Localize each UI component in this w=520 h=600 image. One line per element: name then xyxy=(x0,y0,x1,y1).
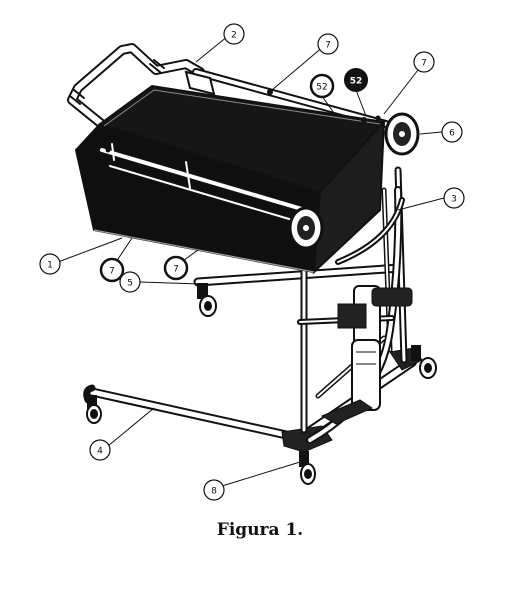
callout-label: 1 xyxy=(47,261,53,271)
callout-label: 7 xyxy=(173,265,179,275)
front-hub xyxy=(288,206,324,250)
handlebar xyxy=(67,43,390,131)
callout-2: 2 xyxy=(223,23,245,45)
callout-7-right: 7 xyxy=(413,51,435,73)
caster-wheels xyxy=(86,283,437,485)
callout-52-filled: 52 xyxy=(344,68,368,92)
rear-hub xyxy=(384,112,420,156)
callout-label: 52 xyxy=(316,83,327,93)
callout-label: 52 xyxy=(350,77,363,87)
callout-3: 3 xyxy=(443,187,465,209)
basin-rails xyxy=(98,143,316,227)
handle-bracket xyxy=(184,70,216,96)
callout-7-bottom-mid: 7 xyxy=(163,255,189,281)
callout-label: 7 xyxy=(421,59,427,69)
callout-label: 7 xyxy=(109,267,115,277)
callout-label: 7 xyxy=(325,41,331,51)
basin xyxy=(74,84,386,275)
callout-4: 4 xyxy=(89,439,111,461)
callout-6: 6 xyxy=(441,121,463,143)
callout-5: 5 xyxy=(119,271,141,293)
actuator xyxy=(320,285,413,425)
callout-52-outline: 52 xyxy=(309,73,335,99)
figure-caption: Figura 1. xyxy=(216,520,304,540)
callout-1: 1 xyxy=(39,253,61,275)
callout-label: 4 xyxy=(97,447,103,457)
callout-7-top: 7 xyxy=(317,33,339,55)
leader-lines xyxy=(57,35,445,487)
callout-label: 5 xyxy=(127,279,133,289)
callout-label: 8 xyxy=(211,487,217,497)
callout-label: 6 xyxy=(449,129,455,139)
callout-8: 8 xyxy=(203,479,225,501)
callout-label: 2 xyxy=(231,31,237,41)
bolts xyxy=(105,89,381,167)
callout-label: 3 xyxy=(451,195,457,205)
callout-7-bottom-left: 7 xyxy=(99,257,125,283)
